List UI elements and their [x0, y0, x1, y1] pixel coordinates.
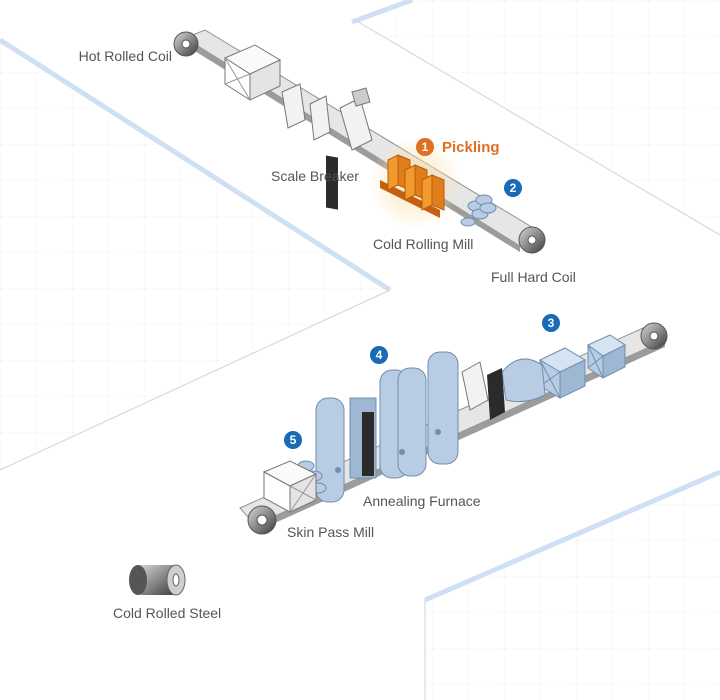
- floor-edge-left-bottom: [0, 289, 391, 471]
- numbered-circle-icon: [284, 431, 302, 449]
- badge-pickling: 1: [416, 138, 434, 156]
- upper-crate: [223, 44, 282, 101]
- entry-accumulator: [461, 361, 505, 420]
- lower-crate: [262, 460, 318, 513]
- pickling-tanks: [380, 154, 445, 218]
- numbered-circle-icon: [370, 346, 388, 364]
- badge-stage3-number: 3: [548, 316, 555, 330]
- badge-cold-rolling: 2: [504, 179, 522, 197]
- hot-rolled-coil-roll: [173, 31, 199, 57]
- lower-right-coil: [640, 322, 668, 350]
- cold-rolled-steel-coil-icon: [129, 564, 186, 596]
- badge-annealing-number: 4: [376, 348, 383, 362]
- cold-rolling-mill-machine: [460, 194, 497, 227]
- label-scale-breaker: Scale Breaker: [271, 168, 359, 184]
- floor-panel-bottom: [425, 470, 720, 700]
- label-cold-rolled-steel: Cold Rolled Steel: [113, 605, 221, 621]
- floor-edge-bottom: [424, 469, 720, 603]
- badge-skin-pass: 5: [284, 431, 302, 449]
- upper-line: [173, 29, 546, 254]
- floor-edge-left: [0, 37, 392, 293]
- floor-panel-left: [0, 40, 390, 470]
- numbered-circle-icon: [542, 314, 560, 332]
- floor-edge-right: [354, 19, 720, 236]
- stage3-machines: [501, 334, 626, 403]
- full-hard-coil-roll: [518, 226, 546, 254]
- badge-cold-rolling-number: 2: [510, 181, 517, 195]
- badge-annealing: 4: [370, 346, 388, 364]
- lower-left-coil: [247, 505, 277, 535]
- badge-stage3: 3: [542, 314, 560, 332]
- scale-breaker-machine: [281, 83, 373, 210]
- label-cold-rolling-mill: Cold Rolling Mill: [373, 236, 473, 252]
- numbered-circle-icon: [504, 179, 522, 197]
- label-annealing-furnace: Annealing Furnace: [363, 493, 481, 509]
- numbered-circle-icon: [416, 138, 434, 156]
- lower-line: [239, 322, 668, 535]
- badge-pickling-number: 1: [422, 140, 429, 154]
- label-pickling: Pickling: [442, 139, 500, 156]
- floor-edge-right-top: [351, 0, 413, 25]
- label-skin-pass-mill: Skin Pass Mill: [287, 524, 374, 540]
- label-hot-rolled-coil: Hot Rolled Coil: [79, 48, 172, 64]
- floor-panel-right: [355, 0, 720, 230]
- annealing-furnace-machine: [315, 351, 459, 503]
- label-full-hard-coil: Full Hard Coil: [491, 269, 576, 285]
- badge-skin-pass-number: 5: [290, 433, 297, 447]
